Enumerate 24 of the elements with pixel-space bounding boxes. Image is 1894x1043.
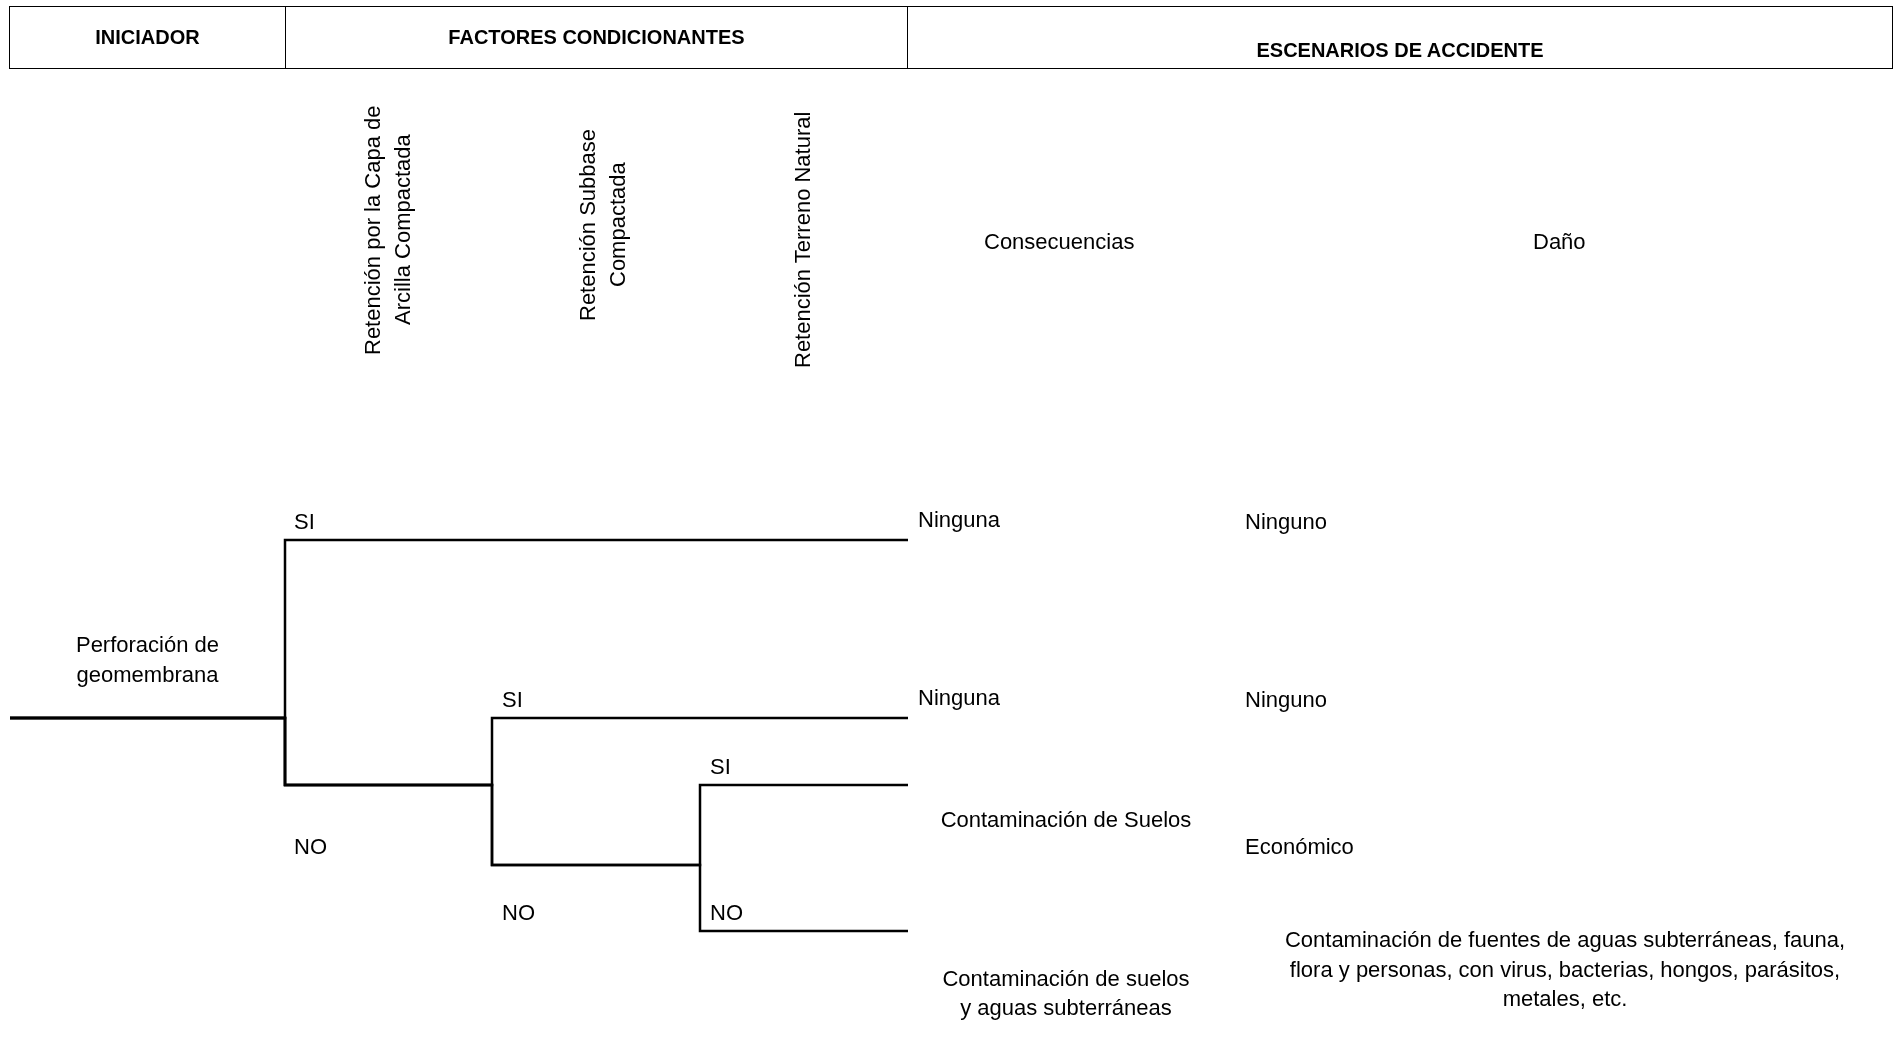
- initiating-event-text: Perforación de geomembrana: [10, 630, 285, 718]
- header-cell: FACTORES CONDICIONANTES: [285, 6, 908, 69]
- branch-line: [10, 716, 908, 933]
- damage-text: Contaminación de fuentes de aguas subterráneas, fauna, flora y personas, con virus, bacterias, hongos, parásitos, metales, etc.: [1283, 926, 1847, 1014]
- column-heading: Retención Terreno Natural: [789, 110, 816, 371]
- header-cell: INICIADOR: [9, 6, 286, 69]
- header-cell: ESCENARIOS DE ACCIDENTE: [907, 6, 1893, 69]
- branch-label: SI: [710, 753, 731, 781]
- column-heading: Consecuencias: [984, 228, 1135, 256]
- consequence-text: Ninguna: [908, 683, 1108, 718]
- branch-label: NO: [294, 833, 327, 861]
- damage-text: Económico: [1245, 833, 1354, 861]
- consequence-text: Contaminación de suelos y aguas subterráneas: [908, 931, 1224, 1031]
- column-heading: Daño: [1533, 228, 1586, 256]
- branch-label: NO: [502, 899, 535, 927]
- branch-label: SI: [502, 686, 523, 714]
- branch-label: SI: [294, 508, 315, 536]
- consequence-text: Contaminación de Suelos: [908, 785, 1224, 855]
- column-heading: Retención por la Capa de Arcilla Compactada: [359, 104, 416, 357]
- branch-label: NO: [710, 899, 743, 927]
- column-heading: Retención Subbase Compactada: [574, 128, 631, 323]
- consequence-text: Ninguna: [908, 505, 1108, 540]
- damage-text: Ninguno: [1245, 508, 1327, 536]
- damage-text: Ninguno: [1245, 686, 1327, 714]
